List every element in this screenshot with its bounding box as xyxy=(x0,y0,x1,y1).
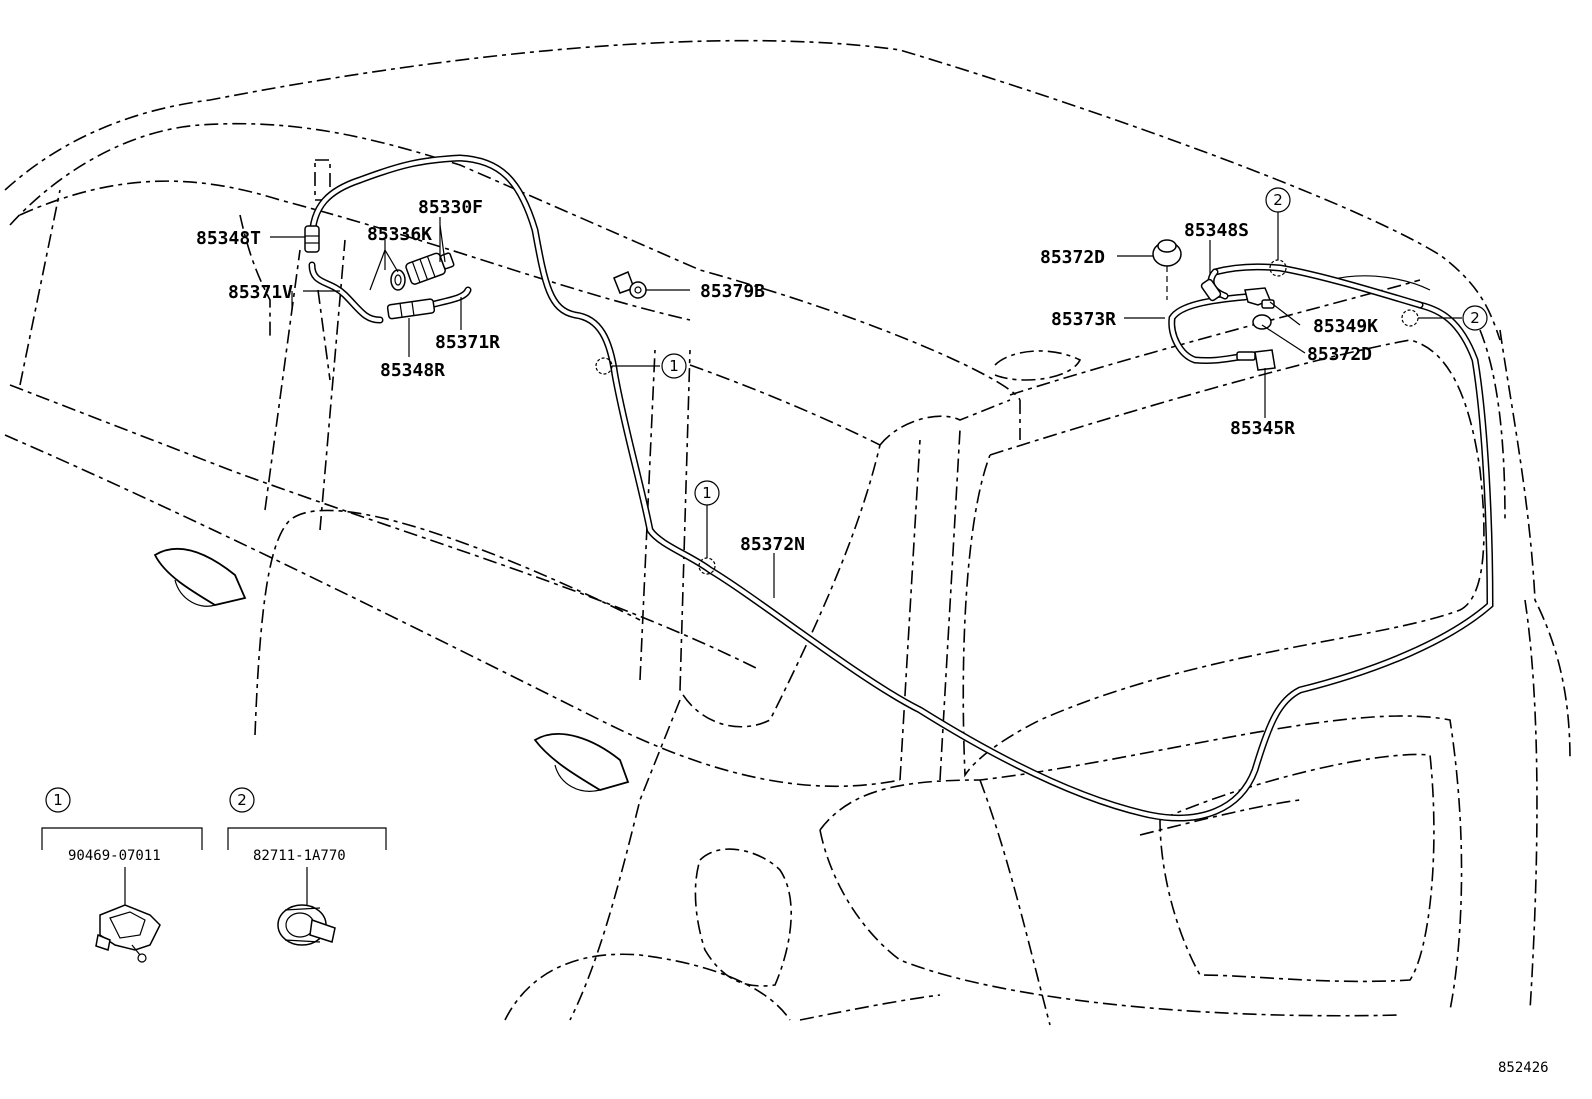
callout-1a-text: 1 xyxy=(669,357,679,375)
label-85348S: 85348S xyxy=(1184,220,1249,241)
label-85372D-bottom: 85372D xyxy=(1307,344,1372,365)
front-joints xyxy=(304,225,455,320)
callout-circle-2b: 2 xyxy=(1462,305,1488,331)
label-85379B: 85379B xyxy=(700,281,765,302)
part-labels: 85330F 85348T 85336K 85371V 85371R 85348… xyxy=(196,197,1378,555)
label-85348T: 85348T xyxy=(196,228,261,249)
label-85372D-top: 85372D xyxy=(1040,247,1105,268)
callout-circle-2a: 2 xyxy=(1265,187,1291,213)
legend-item-2: 2 82711-1A770 xyxy=(227,787,387,946)
callout-2a-text: 2 xyxy=(1273,191,1283,209)
rear-parts xyxy=(1152,239,1276,371)
catalog-code: 852426 xyxy=(1498,1060,1549,1076)
label-85330F: 85330F xyxy=(418,197,483,218)
washer-pump-85330F-shape xyxy=(405,252,455,285)
label-85372N: 85372N xyxy=(740,534,805,555)
label-85373R: 85373R xyxy=(1051,309,1116,330)
callout-circle-1a: 1 xyxy=(661,353,687,379)
leader-lines xyxy=(270,212,1462,598)
callout-circle-1b: 1 xyxy=(694,480,720,506)
joint-85348R-shape xyxy=(386,298,436,320)
clamp-90469-07011-icon xyxy=(95,904,161,963)
vehicle-outline xyxy=(4,39,1571,1026)
label-85348R: 85348R xyxy=(380,360,445,381)
legend-2-part-number: 82711-1A770 xyxy=(253,848,346,864)
washer-hose-routing xyxy=(308,154,1494,822)
legend-2-marker: 2 xyxy=(237,791,247,809)
grommet-85336K-shape xyxy=(390,269,406,291)
clip-85379B-shape xyxy=(613,271,647,299)
label-85371R: 85371R xyxy=(435,332,500,353)
label-85371V: 85371V xyxy=(228,282,293,303)
label-85336K: 85336K xyxy=(367,224,432,245)
label-85349K: 85349K xyxy=(1313,316,1378,337)
legend-1-marker: 1 xyxy=(53,791,63,809)
clamp-locations xyxy=(595,259,1419,575)
joint-85348T-shape xyxy=(304,225,320,253)
legend-1-part-number: 90469-07011 xyxy=(68,848,161,864)
label-85345R: 85345R xyxy=(1230,418,1295,439)
callout-1b-text: 1 xyxy=(702,484,712,502)
clip-82711-1A770-icon xyxy=(277,904,336,946)
callout-2b-text: 2 xyxy=(1470,309,1480,327)
legend-item-1: 1 90469-07011 xyxy=(41,787,203,963)
